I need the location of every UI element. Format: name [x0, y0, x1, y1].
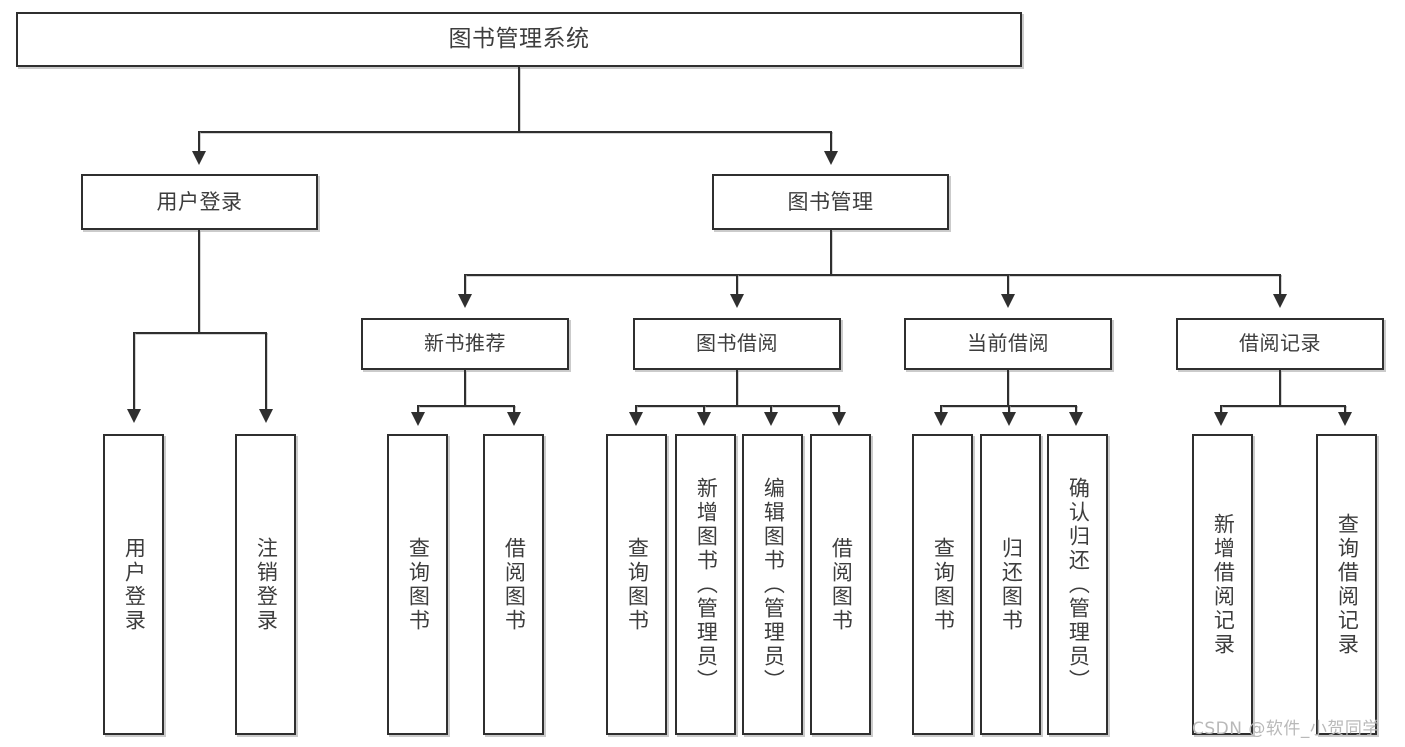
node-label: 借阅记录	[1239, 331, 1321, 356]
connector-borrow-record-bar	[1220, 405, 1346, 407]
connector-book-borrow-c0	[635, 405, 637, 415]
arrow-leaf-borrow-record-0	[1214, 412, 1228, 426]
leaf-current-borrow-0[interactable]: 查询图书	[912, 434, 973, 735]
connector-new-book-stem	[464, 370, 466, 406]
node-label: 归还图书	[999, 536, 1024, 633]
arrow-to-book-borrow	[730, 294, 744, 308]
connector-to-book-manage	[830, 131, 832, 153]
leaf-book-borrow-2[interactable]: 编辑图书（管理员）	[742, 434, 803, 735]
connector-book-borrow-c2	[770, 405, 772, 415]
node-label: 查询借阅记录	[1335, 512, 1360, 657]
node-book-borrow[interactable]: 图书借阅	[633, 318, 841, 370]
connector-book-borrow-c1	[703, 405, 705, 415]
arrow-leaf-current-borrow-2	[1069, 412, 1083, 426]
arrow-leaf-new-book-1	[507, 412, 521, 426]
node-label: 新书推荐	[424, 331, 506, 356]
connector-to-borrow-record	[1279, 274, 1281, 296]
leaf-borrow-record-1[interactable]: 查询借阅记录	[1316, 434, 1377, 735]
connector-root-stem	[518, 67, 520, 132]
leaf-current-borrow-2[interactable]: 确认归还（管理员）	[1047, 434, 1108, 735]
node-label: 新增图书（管理员）	[694, 476, 719, 693]
connector-user-login-bar	[133, 332, 267, 334]
node-label: 借阅图书	[829, 536, 854, 633]
node-label: 用户登录	[156, 189, 243, 214]
connector-current-borrow-c0	[940, 405, 942, 415]
connector-to-user-login	[198, 131, 200, 153]
node-label: 编辑图书（管理员）	[761, 476, 786, 693]
arrow-leaf-current-borrow-0	[934, 412, 948, 426]
connector-new-book-c1	[513, 405, 515, 415]
leaf-book-borrow-0[interactable]: 查询图书	[606, 434, 667, 735]
leaf-book-borrow-1[interactable]: 新增图书（管理员）	[675, 434, 736, 735]
arrow-leaf-borrow-record-1	[1338, 412, 1352, 426]
connector-borrow-record-c1	[1344, 405, 1346, 415]
connector-book-manage-stem	[830, 230, 832, 275]
leaf-user-login-1[interactable]: 注销登录	[235, 434, 296, 735]
connector-current-borrow-c2	[1075, 405, 1077, 415]
connector-borrow-record-stem	[1279, 370, 1281, 406]
node-label: 用户登录	[122, 536, 147, 633]
arrow-to-new-book-recommend	[458, 294, 472, 308]
arrow-to-current-borrow	[1001, 294, 1015, 308]
node-current-borrow[interactable]: 当前借阅	[904, 318, 1112, 370]
leaf-borrow-record-0[interactable]: 新增借阅记录	[1192, 434, 1253, 735]
node-label: 图书借阅	[696, 331, 778, 356]
node-label: 图书管理	[787, 189, 874, 214]
node-label: 图书管理系统	[448, 25, 590, 52]
node-book-manage[interactable]: 图书管理	[712, 174, 949, 230]
connector-book-borrow-bar	[635, 405, 839, 407]
leaf-book-borrow-3[interactable]: 借阅图书	[810, 434, 871, 735]
connector-user-login-left	[133, 332, 135, 411]
connector-current-borrow-stem	[1007, 370, 1009, 406]
arrow-leaf-new-book-0	[411, 412, 425, 426]
node-label: 借阅图书	[502, 536, 527, 633]
connector-new-book-bar	[417, 405, 515, 407]
connector-current-borrow-c1	[1008, 405, 1010, 415]
arrow-leaf-current-borrow-1	[1002, 412, 1016, 426]
node-label: 新增借阅记录	[1211, 512, 1236, 657]
arrow-to-user-login	[192, 151, 206, 165]
connector-to-current-borrow	[1007, 274, 1009, 296]
connector-to-book-borrow	[736, 274, 738, 296]
connector-book-borrow-c3	[838, 405, 840, 415]
connector-root-bar	[198, 131, 832, 133]
node-label: 当前借阅	[967, 331, 1049, 356]
arrow-leaf-user-login-0	[127, 409, 141, 423]
arrow-leaf-user-login-1	[259, 409, 273, 423]
arrow-leaf-book-borrow-3	[832, 412, 846, 426]
node-root-system[interactable]: 图书管理系统	[16, 12, 1022, 67]
leaf-new-book-recommend-1[interactable]: 借阅图书	[483, 434, 544, 735]
arrow-leaf-book-borrow-1	[697, 412, 711, 426]
node-label: 查询图书	[931, 536, 956, 633]
node-label: 查询图书	[625, 536, 650, 633]
connector-borrow-record-c0	[1220, 405, 1222, 415]
leaf-current-borrow-1[interactable]: 归还图书	[980, 434, 1041, 735]
arrow-leaf-book-borrow-0	[629, 412, 643, 426]
arrow-leaf-book-borrow-2	[764, 412, 778, 426]
connector-user-login-right	[265, 332, 267, 411]
leaf-new-book-recommend-0[interactable]: 查询图书	[387, 434, 448, 735]
connector-user-login-stem	[198, 230, 200, 333]
node-label: 注销登录	[254, 536, 279, 633]
arrow-to-borrow-record	[1273, 294, 1287, 308]
node-label: 确认归还（管理员）	[1066, 476, 1091, 693]
arrow-to-book-manage	[824, 151, 838, 165]
leaf-user-login-0[interactable]: 用户登录	[103, 434, 164, 735]
node-label: 查询图书	[406, 536, 431, 633]
node-new-book-recommend[interactable]: 新书推荐	[361, 318, 569, 370]
node-user-login[interactable]: 用户登录	[81, 174, 318, 230]
node-borrow-record[interactable]: 借阅记录	[1176, 318, 1384, 370]
connector-book-manage-bar	[464, 274, 1281, 276]
connector-book-borrow-stem	[736, 370, 738, 406]
connector-to-new-book	[464, 274, 466, 296]
connector-new-book-c0	[417, 405, 419, 415]
